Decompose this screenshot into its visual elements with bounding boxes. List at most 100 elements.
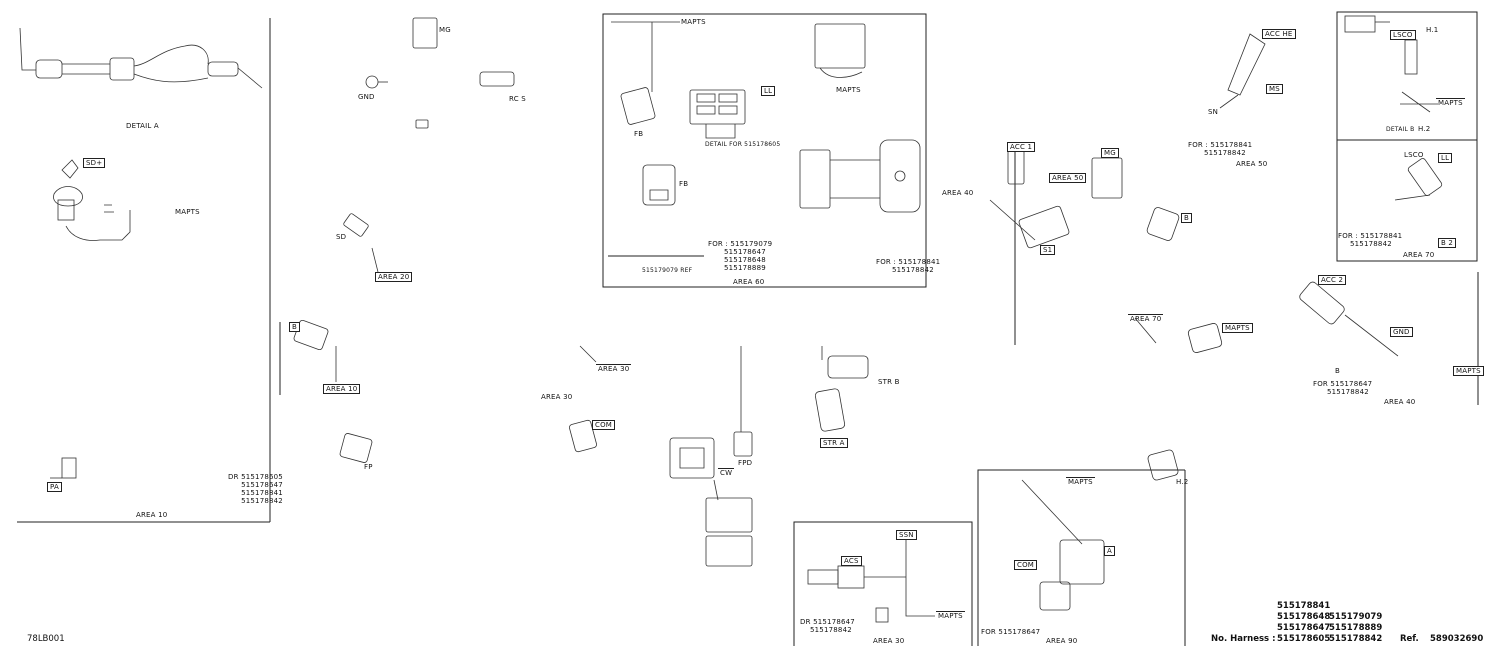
for-line: FOR : 515178841	[1188, 141, 1253, 149]
area30b-label: AREA 30	[541, 393, 573, 401]
for-line: 515178842	[1350, 240, 1392, 248]
area40b-label: AREA 40	[1384, 398, 1416, 406]
mapts-right: MAPTS	[836, 86, 861, 94]
for-list-right: FOR : 515178841 515178842	[1188, 141, 1252, 157]
com-tag: COM	[592, 420, 616, 430]
sd-tag: SD+	[83, 158, 106, 168]
area-bottom-label: AREA 30	[873, 637, 905, 645]
mg-tag: MG	[1101, 148, 1119, 158]
a-tag: A	[1104, 546, 1115, 556]
h2b-label: H.2	[1176, 478, 1189, 486]
for-line: 515178841	[241, 489, 283, 497]
b2-tag: B 2	[1438, 238, 1457, 248]
sn-label: SN	[1208, 108, 1219, 116]
area10-tag: AREA 10	[323, 384, 361, 394]
b-tag-acc: B	[1335, 367, 1341, 375]
ms-tag: MS	[1266, 84, 1283, 94]
b-tag-right: B	[1181, 213, 1193, 223]
for-line: 515178647	[724, 248, 766, 256]
area20-tag: AREA 20	[375, 272, 413, 282]
acc-he-tag: ACC HE	[1262, 29, 1296, 39]
for-line: DR 515178647	[800, 618, 855, 626]
detail-note: DETAIL FOR 515178605	[705, 141, 781, 148]
fpd-label: FPD	[738, 459, 753, 467]
harness-number: 515178648	[1277, 612, 1331, 622]
str-b-label: STR B	[878, 378, 900, 386]
for-bottom2: FOR 515178647	[981, 628, 1041, 636]
mapts-bottom2: MAPTS	[1066, 477, 1095, 486]
for-list-left: DR 515178605 515178647 515178841 5151788…	[228, 473, 283, 505]
mapts-label-left: MAPTS	[175, 208, 200, 216]
area-right-label: AREA 50	[1236, 160, 1268, 168]
harness-number: 515178889	[1329, 623, 1383, 633]
for-list-box-right: FOR : 515178841 515178842	[1338, 232, 1402, 248]
area40-label: AREA 40	[942, 189, 974, 197]
for-line: 515178842	[892, 266, 934, 274]
s1-tag: S1	[1040, 245, 1056, 255]
for-list-box-1: FOR : 515179079 515178647 515178648 5151…	[708, 240, 772, 272]
ll-tag: LL	[761, 86, 776, 96]
gnd-label: GND	[358, 93, 375, 101]
ref-note: 515179079 REF	[642, 267, 693, 274]
harness-number: 515178842	[1329, 634, 1383, 644]
for-line: 515178889	[724, 264, 766, 272]
h1-label: H.1	[1426, 26, 1439, 34]
for-line: FOR : 515178841	[1338, 232, 1403, 240]
fb-label-1: FB	[634, 130, 644, 138]
acc2-tag: ACC 2	[1318, 275, 1347, 285]
ssn-tag: SSN	[896, 530, 917, 540]
for-list-acc: FOR 515178647 515178842	[1313, 380, 1372, 396]
for-line: DR 515178605	[228, 473, 283, 481]
b-tag: B	[289, 322, 301, 332]
drawing-code: 78LB001	[27, 634, 65, 644]
acs-tag: ACS	[841, 556, 862, 566]
for-list-box-2: FOR : 515178841 515178842	[876, 258, 940, 274]
harness-label: No. Harness :	[1211, 634, 1276, 644]
pa-tag: PA	[47, 482, 62, 492]
area60-label: AREA 60	[733, 278, 765, 286]
rc-label: RC S	[509, 95, 526, 103]
for-line: FOR 515178647	[1313, 380, 1373, 388]
mg-label: MG	[439, 26, 451, 34]
mapts-small: MAPTS	[1436, 98, 1465, 107]
for-line: 515178842	[241, 497, 283, 505]
sd-label: SD	[336, 233, 347, 241]
mapts-tag: MAPTS	[1222, 323, 1253, 333]
harness-number: 515178605	[1277, 634, 1331, 644]
harness-number: 515178841	[1277, 601, 1331, 611]
fp-label: FP	[364, 463, 373, 471]
for-line: 515178842	[1327, 388, 1369, 396]
for-line: FOR : 515179079	[708, 240, 773, 248]
acc1-tag: ACC 1	[1007, 142, 1036, 152]
ref-label: Ref.	[1400, 634, 1419, 644]
area70-label: AREA 70	[1128, 314, 1164, 323]
for-line: 515178842	[810, 626, 852, 634]
cw-label: CW	[718, 468, 735, 477]
detail-a-label: DETAIL A	[126, 122, 159, 130]
com-tag-bottom: COM	[1014, 560, 1038, 570]
area50-tag: AREA 50	[1049, 173, 1087, 183]
for-line: 515178647	[241, 481, 283, 489]
h2-label: H.2	[1418, 125, 1431, 133]
fb-label-2: FB	[679, 180, 689, 188]
harness-number: 515178647	[1277, 623, 1331, 633]
for-line: 515178842	[1204, 149, 1246, 157]
str-a-tag: STR A	[820, 438, 848, 448]
detail-b-label: DETAIL B	[1386, 126, 1415, 133]
for-list-bottom: DR 515178647 515178842	[800, 618, 855, 634]
lsco2-label: LSCO	[1404, 151, 1424, 159]
lsco-tag: LSCO	[1390, 30, 1416, 40]
gnd-tag: GND	[1390, 327, 1413, 337]
area-bottom2-label: AREA 90	[1046, 637, 1078, 645]
mapts-edge-tag: MAPTS	[1453, 366, 1484, 376]
harness-number: 515179079	[1329, 612, 1383, 622]
area-label: AREA 10	[136, 511, 168, 519]
area-box-label: AREA 70	[1403, 251, 1435, 259]
ll-tag-right: LL	[1438, 153, 1453, 163]
mapts-top: MAPTS	[681, 18, 706, 26]
for-line: FOR : 515178841	[876, 258, 941, 266]
for-line: 515178648	[724, 256, 766, 264]
mapts-bottom: MAPTS	[936, 611, 965, 620]
